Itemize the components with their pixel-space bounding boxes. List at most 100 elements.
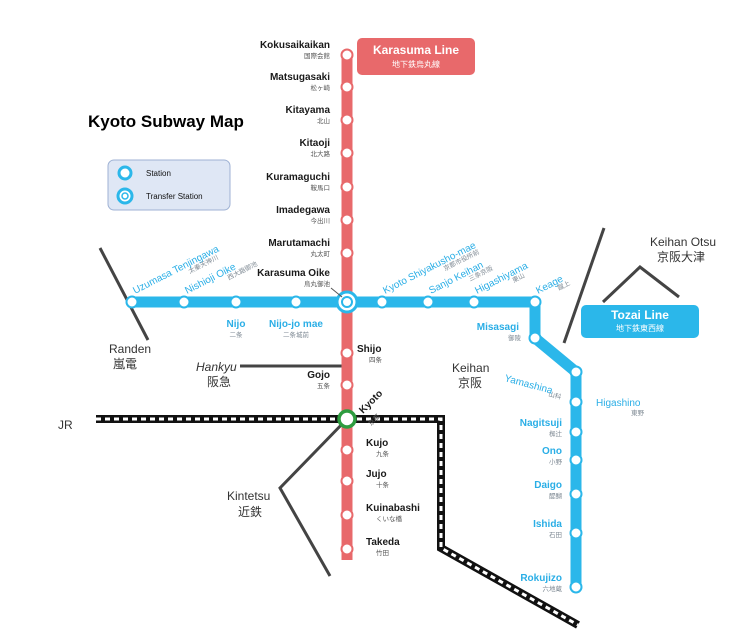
jr-label: JR <box>58 418 73 432</box>
station-label: Ishida <box>533 519 562 530</box>
station-label-jp: 四条 <box>369 355 383 364</box>
station-label-jp: 今出川 <box>311 216 331 225</box>
station-marker <box>569 526 583 540</box>
tozai-line-label: Tozai Line 地下鉄東西線 <box>581 305 699 338</box>
randen-label-jp: 嵐電 <box>113 357 137 371</box>
hankyu-label-jp: 阪急 <box>207 374 231 389</box>
station-marker <box>340 213 354 227</box>
station-label: Matsugasaki <box>270 72 330 83</box>
legend: Station Transfer Station <box>107 159 231 211</box>
station-label: Uzumasa Tenjingawa <box>131 244 221 297</box>
station-label-jp: 石田 <box>549 531 562 539</box>
karasuma-line-name: Karasuma Line <box>373 43 459 57</box>
station-label-jp: 竹田 <box>376 548 389 557</box>
station-marker <box>569 395 583 409</box>
station-marker <box>528 295 542 309</box>
station-label-jp: 十条 <box>376 480 390 489</box>
station-label: Kuinabashi <box>366 503 420 514</box>
keihan-otsu-label: Keihan Otsu <box>650 235 716 249</box>
station-label: Daigo <box>534 480 562 491</box>
station-marker <box>569 580 583 594</box>
station-marker <box>340 542 354 556</box>
tozai-line-track <box>132 296 582 587</box>
jr-line <box>96 415 580 629</box>
station-marker <box>177 295 191 309</box>
station-label: Kitaoji <box>299 138 330 149</box>
station-label-jp: 北大路 <box>311 149 331 158</box>
station-label: Kokusaikaikan <box>260 40 330 51</box>
station-marker <box>125 295 139 309</box>
keihan-otsu-label-jp: 京阪大津 <box>657 250 705 264</box>
kintetsu-label-jp: 近鉄 <box>238 504 262 519</box>
station-marker <box>467 295 481 309</box>
keihan-otsu-line <box>601 265 680 304</box>
station-label-jp: 御陵 <box>508 333 522 342</box>
station-marker <box>375 295 389 309</box>
station-label: Kitayama <box>286 105 331 116</box>
station-label-jp: 二条城前 <box>283 330 310 339</box>
station-label-jp: 丸太町 <box>311 249 331 258</box>
station-marker <box>569 425 583 439</box>
kintetsu-label: Kintetsu <box>227 489 270 503</box>
station-label: Kujo <box>366 438 388 449</box>
legend-station-label: Station <box>146 169 171 178</box>
station-label-jp: 国際会館 <box>304 51 331 60</box>
kintetsu-line <box>278 417 349 577</box>
station-marker <box>340 246 354 260</box>
station-marker <box>340 378 354 392</box>
karasuma-line-box <box>357 38 475 75</box>
station-marker <box>340 180 354 194</box>
station-marker <box>569 365 583 379</box>
tozai-line-box <box>581 305 699 338</box>
station-marker <box>528 331 542 345</box>
station-marker <box>340 146 354 160</box>
hankyu-label: Hankyu <box>196 360 237 374</box>
station-label-jp: 小野 <box>549 457 563 466</box>
station-label-jp: 東野 <box>631 408 645 417</box>
station-label: Higashino <box>596 398 641 409</box>
other-railways <box>96 227 680 629</box>
legend-station-symbol <box>117 165 133 181</box>
jr-line-dash <box>96 417 579 627</box>
station-label: Kuramaguchi <box>266 172 330 183</box>
station-label-jp: 醍醐 <box>549 491 563 500</box>
station-label: Karasuma Oike <box>257 268 330 279</box>
station-marker <box>569 487 583 501</box>
station-marker <box>421 295 435 309</box>
transfer-station-marker <box>337 409 357 429</box>
randen-line <box>98 247 150 341</box>
station-label: Marutamachi <box>268 238 330 249</box>
station-marker <box>229 295 243 309</box>
station-label-jp: 椥辻 <box>549 429 563 438</box>
tozai-line-name-jp: 地下鉄東西線 <box>616 323 664 333</box>
keihan-label: Keihan <box>452 361 489 375</box>
station-label: Jujo <box>366 469 387 480</box>
station-label-jp: 九条 <box>376 449 390 458</box>
station-marker <box>340 346 354 360</box>
station-label: Gojo <box>307 370 330 381</box>
station-label: Ono <box>542 446 562 457</box>
station-marker <box>340 508 354 522</box>
station-label: Nijo <box>227 319 246 330</box>
legend-box <box>107 159 231 211</box>
